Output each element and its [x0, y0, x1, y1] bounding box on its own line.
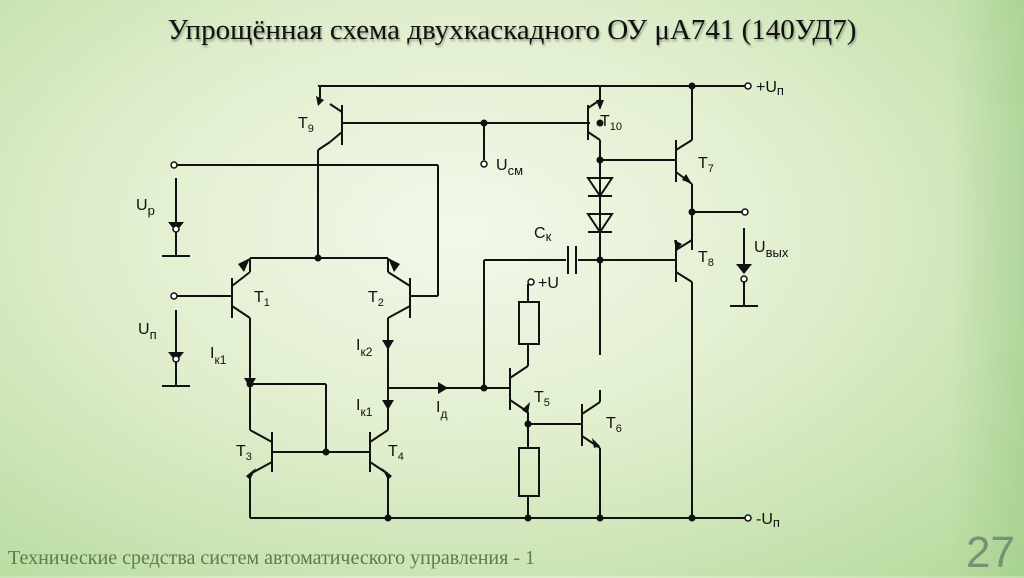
svg-text:T6: T6	[606, 415, 622, 435]
svg-text:Iд: Iд	[436, 399, 447, 421]
ck-label: C	[534, 225, 546, 242]
page-number: 27	[966, 528, 1015, 577]
t2-label-sub: 2	[378, 297, 384, 309]
ik1b-label-sub: к1	[360, 405, 372, 419]
t6-label-sub: 6	[616, 423, 622, 435]
junctions	[246, 82, 696, 522]
svg-text:Iк2: Iк2	[356, 337, 373, 359]
ik1a-label: I	[210, 345, 214, 362]
arrows	[168, 96, 752, 480]
ucm-label-sub: см	[508, 163, 524, 178]
svg-text:Uр: Uр	[136, 197, 155, 218]
t7-label: T	[698, 155, 708, 172]
wires	[162, 85, 758, 519]
id-label-sub: д	[440, 407, 447, 421]
t4-label: T	[388, 443, 398, 460]
t6-label: T	[606, 415, 616, 432]
svg-text:T1: T1	[254, 289, 270, 309]
svg-text:+U: +U	[538, 275, 559, 292]
svg-text:T2: T2	[368, 289, 384, 309]
un-label-sub: п	[773, 515, 780, 530]
uvyx-label: U	[754, 239, 766, 256]
svg-text:T9: T9	[298, 115, 314, 135]
t2-label: T	[368, 289, 378, 306]
t8-label-sub: 8	[708, 257, 714, 269]
svg-text:Uсм: Uсм	[496, 157, 523, 178]
svg-text:T7: T7	[698, 155, 714, 175]
un-label: -U	[756, 511, 773, 528]
ur-label-sub: р	[148, 203, 155, 218]
up-label: +U	[756, 79, 777, 96]
svg-text:T10: T10	[600, 113, 622, 133]
up-label-sub: п	[777, 83, 784, 98]
t4-label-sub: 4	[398, 451, 404, 463]
t3-label: T	[236, 443, 246, 460]
t8-label: T	[698, 249, 708, 266]
svg-text:T3: T3	[236, 443, 252, 463]
svg-text:Uп: Uп	[138, 321, 157, 342]
t1-label-sub: 1	[264, 297, 270, 309]
uin-label-sub: п	[150, 327, 157, 342]
t3-label-sub: 3	[246, 451, 252, 463]
id-label: I	[436, 399, 440, 416]
t1-label: T	[254, 289, 264, 306]
slide-title: Упрощённая схема двухкаскадного ОУ μА741…	[167, 14, 857, 46]
t9-label: T	[298, 115, 308, 132]
plus-u-label: +U	[538, 275, 559, 292]
ik2-label-sub: к2	[360, 345, 372, 359]
footer-text: Технические средства систем автоматическ…	[8, 547, 535, 569]
svg-text:-Uп: -Uп	[756, 511, 780, 530]
ck-label-sub: к	[546, 229, 552, 244]
svg-text:Iк1: Iк1	[210, 345, 227, 367]
terminals	[170, 82, 752, 522]
svg-text:Cк: Cк	[534, 225, 552, 244]
svg-text:Uвых: Uвых	[754, 239, 789, 260]
t9-label-sub: 9	[308, 123, 314, 135]
ik1b-label: I	[356, 397, 360, 414]
uin-label: U	[138, 321, 150, 338]
svg-text:T5: T5	[534, 389, 550, 409]
background-band	[950, 0, 1024, 576]
svg-text:T8: T8	[698, 249, 714, 269]
t5-label-sub: 5	[544, 397, 550, 409]
svg-text:Iк1: Iк1	[356, 397, 373, 419]
uvyx-label-sub: вых	[766, 245, 789, 260]
svg-text:+Uп: +Uп	[756, 79, 784, 98]
svg-text:T4: T4	[388, 443, 404, 463]
ucm-label: U	[496, 157, 508, 174]
t10-label-sub: 10	[610, 121, 622, 133]
t10-label: T	[600, 113, 610, 130]
ur-label: U	[136, 197, 148, 214]
ik2-label: I	[356, 337, 360, 354]
ik1a-label-sub: к1	[214, 353, 226, 367]
t5-label: T	[534, 389, 544, 406]
t7-label-sub: 7	[708, 163, 714, 175]
labels: +Uп -Uп +U Uсм Uвых Uр Uп Cк Iк1 Iк2 Iк1…	[136, 79, 789, 530]
